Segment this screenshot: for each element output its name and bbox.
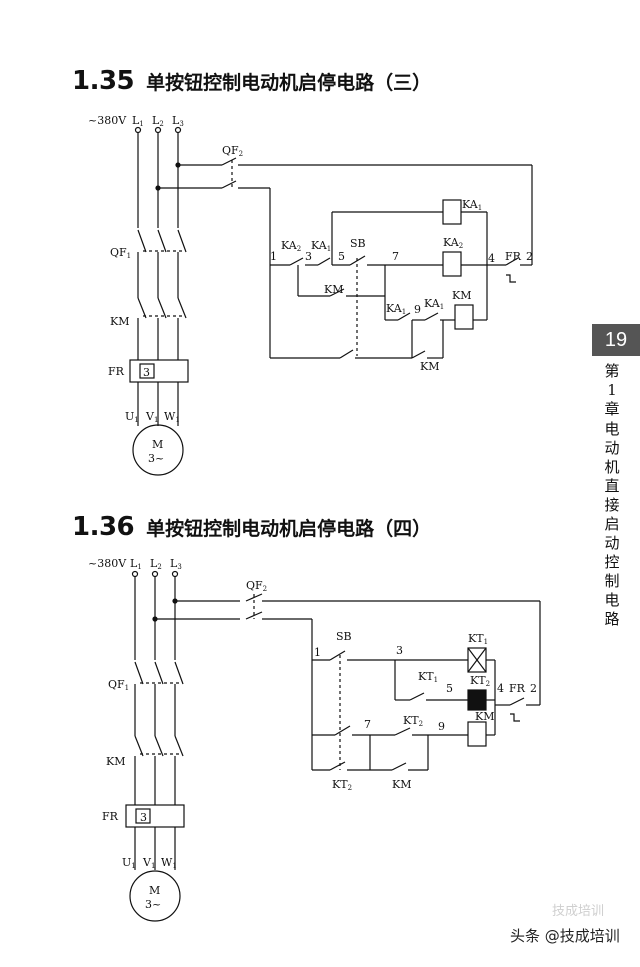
kt2-contact-label: KT2 [403, 714, 423, 728]
km-label-2: KM [106, 755, 125, 768]
watermark-background: 技成培训 [552, 904, 605, 919]
kt2-bottom-label: KT2 [332, 778, 352, 792]
u1-label: U1 [125, 410, 139, 424]
node-9-label: 9 [414, 303, 421, 316]
ka1-coil-label: KA1 [462, 198, 482, 212]
fr-label: FR [108, 365, 125, 378]
node-1-label: 1 [270, 250, 277, 263]
ka1-nc-label: KA1 [386, 302, 406, 316]
w1-label: W1 [164, 410, 180, 424]
v1-label: V1 [145, 410, 158, 424]
l2-label-2: L2 [150, 557, 162, 571]
u1-label-2: U1 [122, 856, 136, 870]
kt2-coil-label: KT2 [470, 674, 490, 688]
l3-label-2: L3 [170, 557, 182, 571]
section-title-1-36: 1.36 单按钮控制电动机启停电路（四） [72, 512, 431, 542]
ka1-contact-label: KA1 [311, 239, 331, 253]
node-9-label-2: 9 [438, 720, 445, 733]
node-2-label-2: 2 [530, 682, 537, 695]
chapter-label: 第 1 章 [604, 362, 620, 418]
section-heading: 单按钮控制电动机启停电路（四） [146, 518, 432, 540]
sb-label-2: SB [336, 630, 352, 643]
node-7-label-2: 7 [364, 718, 371, 731]
kt1-coil-label: KT1 [468, 632, 488, 646]
km-coil-label-2: KM [475, 710, 494, 723]
node-3-label-2: 3 [396, 644, 403, 657]
fr-3-label-2: 3 [140, 811, 147, 824]
chapter-title-vertical: 电 动 机 直 接 启 动 控 制 电 路 [604, 420, 620, 628]
v1-label-2: V1 [142, 856, 155, 870]
qf1-label: QF1 [110, 246, 131, 260]
motor-label: M [152, 438, 163, 451]
section-number: 1.36 [72, 512, 135, 542]
voltage-label-2: ~380V [88, 557, 127, 570]
qf2-label-2: QF2 [246, 579, 267, 593]
node-5-label-2: 5 [446, 682, 453, 695]
ka2-coil-label: KA2 [443, 236, 463, 250]
motor-phase-label-2: 3~ [145, 898, 161, 911]
node-4-label-2: 4 [497, 682, 504, 695]
qf1-label-2: QF1 [108, 678, 129, 692]
fr-contact-label-2: FR [509, 682, 526, 695]
section-title-1-35: 1.35 单按钮控制电动机启停电路（三） [72, 66, 431, 96]
motor-label-2: M [149, 884, 160, 897]
page-number-tab: 19 [592, 324, 640, 356]
sb-label: SB [350, 237, 366, 250]
w1-label-2: W1 [161, 856, 177, 870]
node-7-label: 7 [392, 250, 399, 263]
fr-3-label: 3 [143, 366, 150, 379]
section-heading: 单按钮控制电动机启停电路（三） [146, 72, 432, 94]
l1-label-2: L1 [130, 557, 142, 571]
motor-phase-label: 3~ [148, 452, 164, 465]
l1-label: L1 [132, 114, 144, 128]
node-4-label: 4 [488, 252, 495, 265]
km-coil-label: KM [452, 289, 471, 302]
km-bottom-label: KM [420, 360, 439, 373]
section-number: 1.35 [72, 66, 135, 96]
fr-label-2: FR [102, 810, 119, 823]
km-bottom-label-2: KM [392, 778, 411, 791]
kt1-contact-label: KT1 [418, 670, 438, 684]
node-5-label: 5 [338, 250, 345, 263]
km-label: KM [110, 315, 129, 328]
qf2-label: QF2 [222, 144, 243, 158]
node-1-label-2: 1 [314, 646, 321, 659]
node-3-label: 3 [305, 250, 312, 263]
l2-label: L2 [152, 114, 164, 128]
km-hold-label: KM [324, 283, 343, 296]
watermark-text: 头条 @技成培训 [510, 927, 620, 945]
ka2-contact-label: KA2 [281, 239, 301, 253]
l3-label: L3 [172, 114, 184, 128]
voltage-label: ~380V [88, 114, 127, 127]
ka1-no-label: KA1 [424, 297, 444, 311]
fr-contact-label: FR [505, 250, 522, 263]
node-2-label: 2 [526, 250, 533, 263]
